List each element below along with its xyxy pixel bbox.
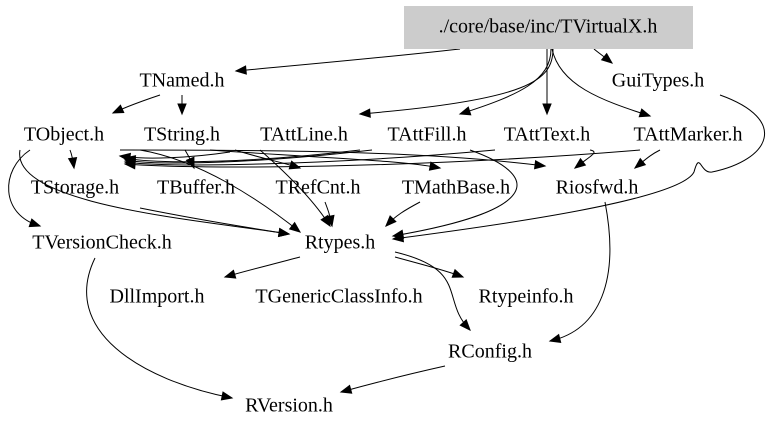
edge-tattmarker-to-tobject-arrowhead	[123, 160, 136, 170]
edge-tobject-to-rtypes	[19, 149, 290, 235]
nodes-layer: ./core/base/inc/TVirtualX.h TNamed.h Gui…	[24, 6, 743, 417]
edge-trefcnt-to-rtypes-arrowhead	[325, 214, 335, 228]
edge-tvirtualx-to-tattline	[359, 48, 554, 115]
edge-tvirtualx-to-tattline-arrowhead	[358, 108, 371, 118]
node-tstorage[interactable]: TStorage.h	[31, 177, 119, 199]
node-tobject[interactable]: TObject.h	[24, 124, 104, 146]
edge-tvirtualx-to-tattfill-arrowhead	[458, 106, 472, 116]
edge-tstring-to-rtypes-arrowhead	[288, 221, 302, 233]
node-tbuffer[interactable]: TBuffer.h	[157, 177, 235, 199]
edge-tobject-to-tstorage-arrowhead	[67, 156, 78, 170]
node-riosfwd[interactable]: Riosfwd.h	[556, 177, 639, 199]
edge-tstring-to-rtypes	[139, 149, 301, 233]
edge-tobject-to-tversioncheck	[8, 149, 41, 227]
edge-rtypes-to-rconfig	[394, 251, 471, 331]
edge-tattline-to-tobject	[124, 149, 361, 163]
edge-tstorage-to-rtypes	[139, 207, 290, 235]
edge-tstring-to-tmathbase-arrowhead	[428, 161, 442, 171]
edge-tvirtualx-to-tnamed	[235, 48, 461, 72]
edge-tstorage-to-rtypes-arrowhead	[277, 227, 291, 238]
edge-riosfwd-to-rconfig	[549, 201, 611, 342]
edge-rconfig-to-rversion-arrowhead	[339, 384, 353, 394]
edge-rtypes-to-rconfig-arrowhead	[459, 319, 471, 331]
edge-tvirtualx-to-tattfill	[459, 48, 552, 115]
edge-tstring-to-tmathbase	[209, 149, 441, 169]
edge-tvirtualx-to-tattmarker	[551, 48, 651, 117]
node-rtypeinfo[interactable]: Rtypeinfo.h	[479, 286, 574, 308]
edge-riosfwd-to-rconfig-arrowhead	[548, 333, 562, 343]
node-tattfill[interactable]: TAttFill.h	[388, 124, 467, 146]
node-tattmarker[interactable]: TAttMarker.h	[634, 124, 743, 146]
edge-tattmarker-to-rtypes-arrowhead	[633, 157, 647, 169]
edge-tversioncheck-to-rversion-arrowhead	[220, 391, 234, 401]
node-tversioncheck[interactable]: TVersionCheck.h	[32, 232, 171, 254]
node-tnamed[interactable]: TNamed.h	[140, 70, 225, 92]
edge-tvirtualx-to-guitypes-arrowhead	[600, 52, 614, 64]
node-tattline[interactable]: TAttLine.h	[260, 124, 348, 146]
edge-tvirtualx-to-tattmarker-arrowhead	[638, 108, 652, 118]
edge-rtypes-to-dllimport-arrowhead	[223, 269, 237, 279]
edge-tobject-to-riosfwd-arrowhead	[533, 159, 547, 170]
edge-tvirtualx-to-tatttext-arrowhead	[542, 103, 552, 116]
node-tstring[interactable]: TString.h	[144, 124, 220, 146]
node-trefcnt[interactable]: TRefCnt.h	[276, 177, 361, 199]
edge-tattfill-to-rtypes-arrowhead	[391, 229, 405, 239]
node-tvirtualx[interactable]: ./core/base/inc/TVirtualX.h	[439, 16, 658, 38]
edge-tvirtualx-to-tnamed-arrowhead	[234, 65, 247, 75]
edge-tattmarker-to-tobject	[124, 149, 641, 168]
edge-tobject-to-tversioncheck-arrowhead	[28, 218, 42, 228]
edge-tmathbase-to-rtypes-arrowhead	[385, 215, 397, 227]
edge-tattfill-to-tobject	[124, 149, 373, 164]
edge-tnamed-to-tstring-arrowhead	[177, 103, 187, 116]
node-dllimport[interactable]: DllImport.h	[110, 286, 205, 308]
node-rtypes[interactable]: Rtypes.h	[305, 232, 376, 254]
node-tgenericclassinfo[interactable]: TGenericClassInfo.h	[255, 286, 422, 308]
edge-tversioncheck-to-rversion	[86, 257, 233, 399]
node-tatttext[interactable]: TAttText.h	[504, 124, 590, 146]
node-tmathbase[interactable]: TMathBase.h	[402, 177, 510, 199]
edge-rtypes-to-rtypeinfo-arrowhead	[451, 268, 465, 278]
node-rconfig[interactable]: RConfig.h	[448, 341, 532, 363]
node-guitypes[interactable]: GuiTypes.h	[612, 70, 704, 92]
edge-tnamed-to-tobject-arrowhead	[111, 104, 125, 114]
node-rversion[interactable]: RVersion.h	[245, 395, 333, 417]
edges-layer	[8, 48, 765, 401]
edge-tatttext-to-tobject	[124, 149, 496, 166]
root-node-box[interactable]	[404, 6, 693, 49]
edge-tatttext-to-rtypes-arrowhead	[573, 157, 587, 169]
edge-guitypes-to-rtypes	[392, 94, 765, 240]
